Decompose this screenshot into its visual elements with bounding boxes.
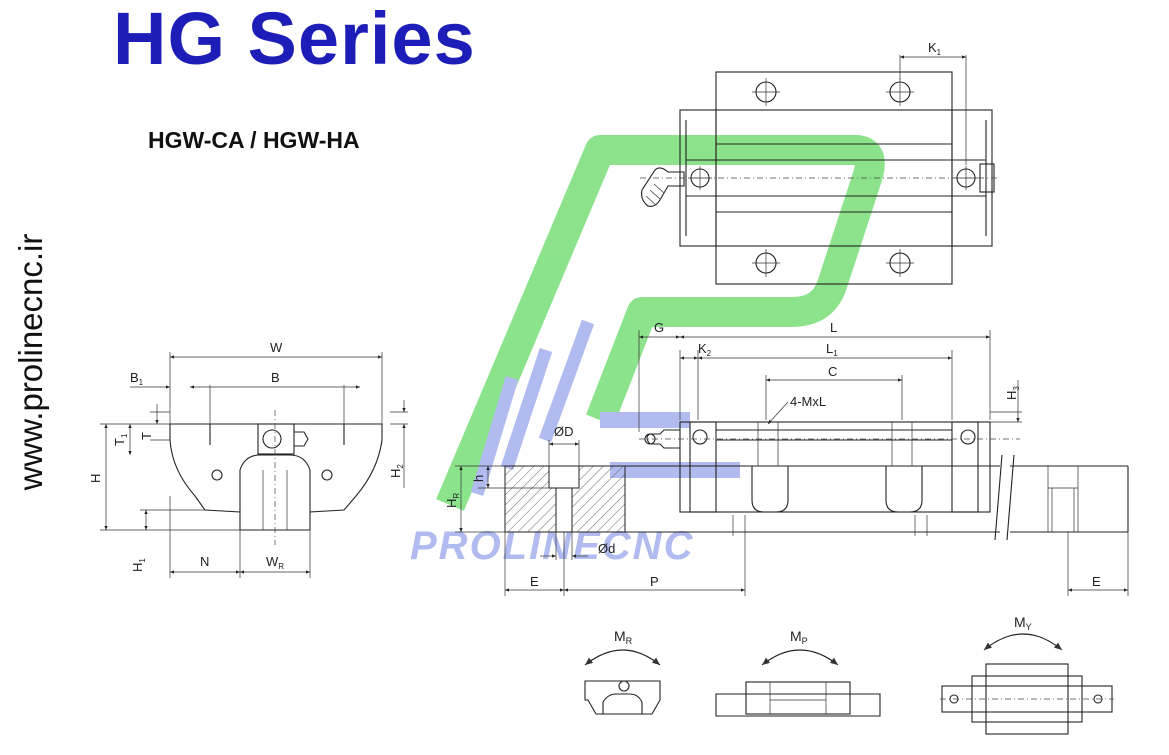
dim-H3: H3 <box>1004 386 1021 400</box>
end-view-drawing <box>100 352 408 578</box>
dim-K1: K1 <box>928 40 942 57</box>
dim-E-left: E <box>530 574 539 589</box>
dim-E-right: E <box>1092 574 1101 589</box>
dim-B: B <box>271 370 280 385</box>
dim-T1: T1 <box>112 433 129 446</box>
dim-phid: Ød <box>598 541 615 556</box>
dim-B1: B1 <box>130 370 144 387</box>
dim-H2: H2 <box>388 464 405 478</box>
dim-4-MxL: 4-MxL <box>790 394 826 409</box>
dim-phiD: ØD <box>554 424 574 439</box>
dim-C: C <box>828 364 837 379</box>
page-title: HG Series <box>113 0 476 80</box>
label-MR: MR <box>614 628 633 646</box>
dim-G: G <box>654 320 664 335</box>
dim-h: h <box>471 475 486 482</box>
dim-HR: HR <box>444 493 461 508</box>
dim-N: N <box>200 554 209 569</box>
moment-MY-diagram <box>940 633 1114 735</box>
dim-WR: WR <box>266 554 284 571</box>
model-subtitle: HGW-CA / HGW-HA <box>148 127 360 153</box>
moment-MR-diagram <box>584 649 661 715</box>
top-view-drawing <box>640 55 1000 285</box>
dim-T: T <box>139 432 154 440</box>
watermark-logo: PROLINECNC <box>410 135 885 568</box>
moment-MP-diagram <box>715 649 881 717</box>
dim-K2: K2 <box>698 341 712 358</box>
label-MY: MY <box>1014 614 1032 632</box>
label-MP: MP <box>790 628 808 646</box>
side-view-drawing <box>455 330 1129 596</box>
dim-H: H <box>88 474 103 483</box>
dim-P: P <box>650 574 659 589</box>
dim-W: W <box>270 340 283 355</box>
dim-L1: L1 <box>826 341 838 358</box>
dim-H1: H1 <box>130 558 147 572</box>
dim-L: L <box>830 320 837 335</box>
